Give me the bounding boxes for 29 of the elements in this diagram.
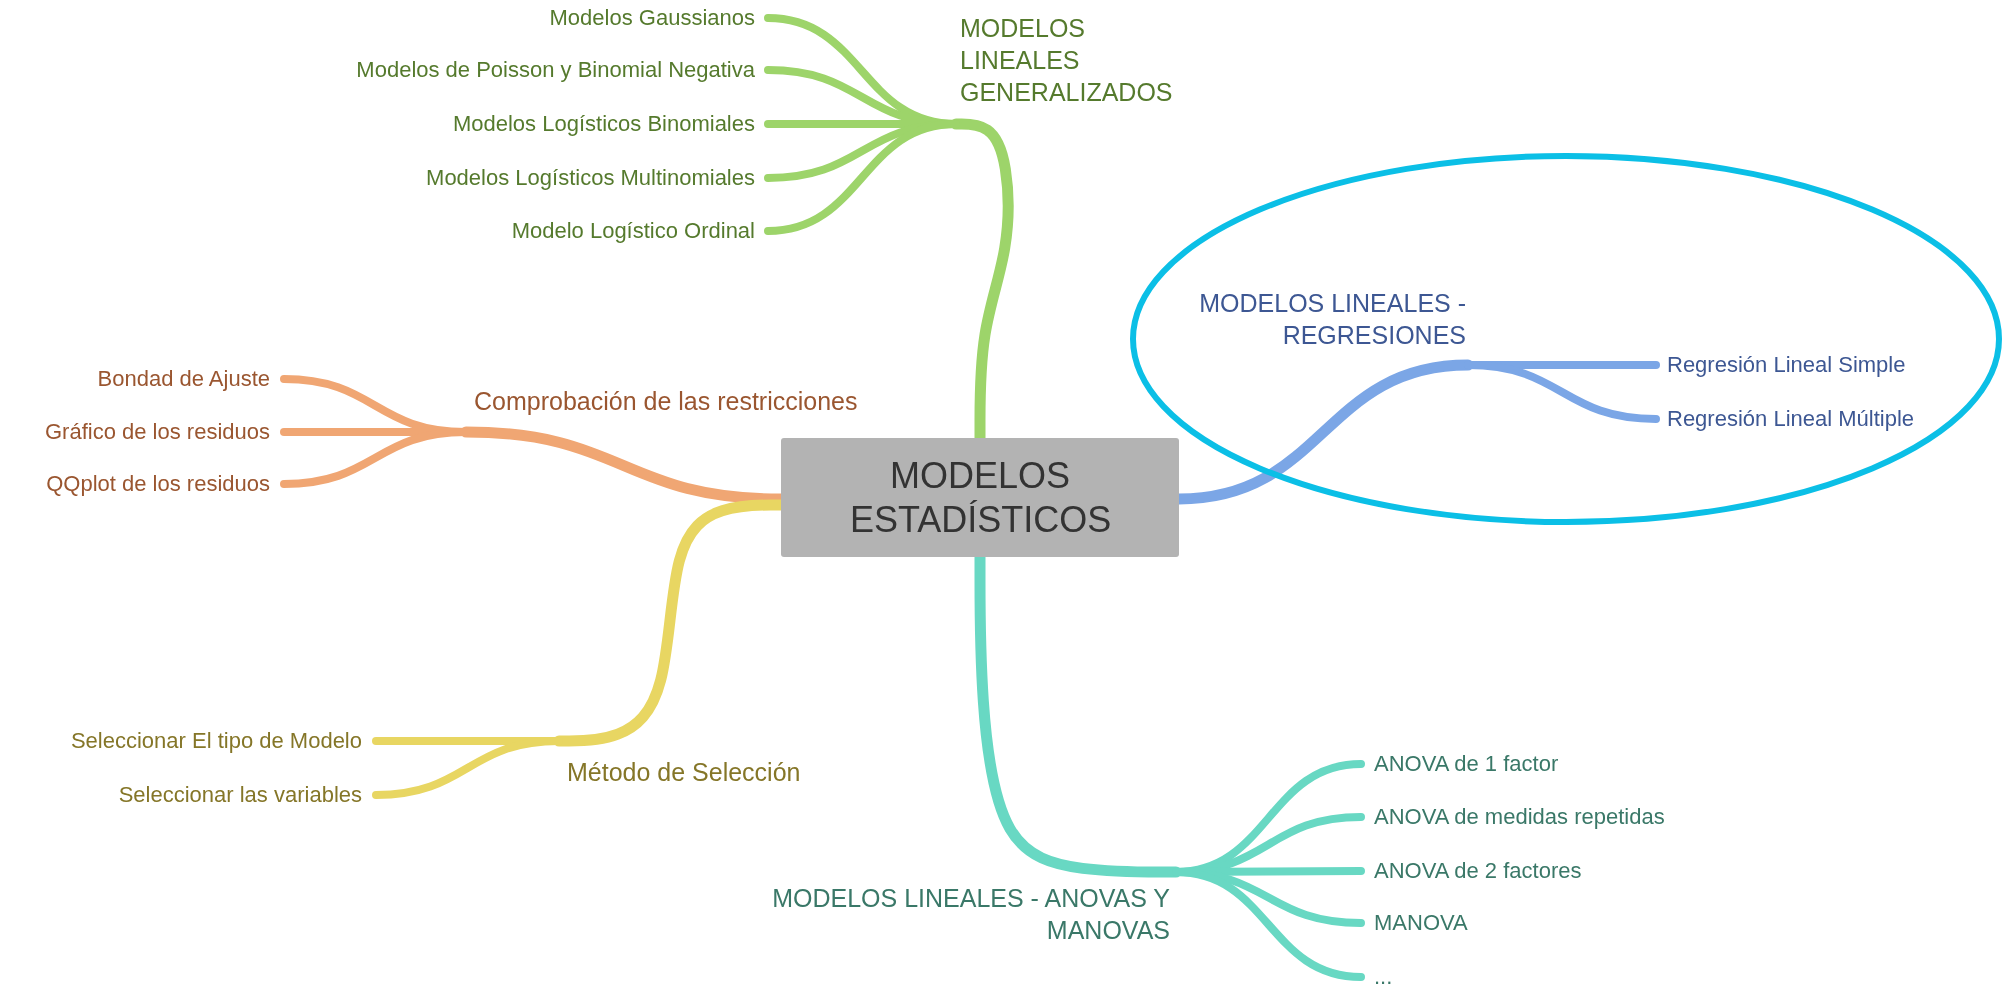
- leaf-label: Modelos Logísticos Multinomiales: [426, 165, 755, 191]
- leaf-label: Seleccionar El tipo de Modelo: [70, 728, 362, 754]
- leaf-label: Bondad de Ajuste: [97, 366, 270, 392]
- branch-label: Comprobación de las restricciones: [474, 385, 858, 417]
- leaf-label: Regresión Lineal Simple: [1667, 352, 1906, 378]
- leaf-label: ...: [1374, 964, 1393, 986]
- leaf-label: QQplot de los residuos: [46, 471, 270, 497]
- highlight-ellipse: [1129, 152, 2003, 526]
- branch-label: Método de Selección: [567, 756, 801, 788]
- leaf-label: Regresión Lineal Múltiple: [1667, 406, 1915, 432]
- branch-label: MODELOS LINEALES - REGRESIONES: [1156, 287, 1466, 351]
- branch-label: MODELOS LINEALES GENERALIZADOS: [960, 12, 1200, 108]
- branch-connector: [372, 737, 563, 799]
- leaf-label: Modelos Logísticos Binomiales: [452, 111, 755, 137]
- branch-connector: [1172, 868, 1365, 981]
- leaf-label: ANOVA de 1 factor: [1374, 751, 1559, 777]
- leaf-label: Seleccionar las variables: [118, 782, 362, 808]
- leaf-label: ANOVA de 2 factores: [1374, 858, 1582, 884]
- leaf-label: Modelos de Poisson y Binomial Negativa: [356, 57, 755, 83]
- leaf-label: Gráfico de los residuos: [45, 419, 270, 445]
- branch-connector: [280, 428, 470, 488]
- branch-connector: [1464, 361, 1660, 423]
- branch-label: MODELOS LINEALES - ANOVAS Y MANOVAS: [710, 882, 1170, 946]
- leaf-label: ANOVA de medidas repetidas: [1374, 804, 1665, 830]
- branch-connector: [764, 120, 960, 235]
- leaf-label: Modelos Gaussianos: [549, 5, 755, 31]
- central-topic-box: MODELOS ESTADÍSTICOS: [781, 438, 1179, 557]
- leaf-label: MANOVA: [1374, 910, 1468, 936]
- leaf-label: Modelo Logístico Ordinal: [511, 218, 755, 244]
